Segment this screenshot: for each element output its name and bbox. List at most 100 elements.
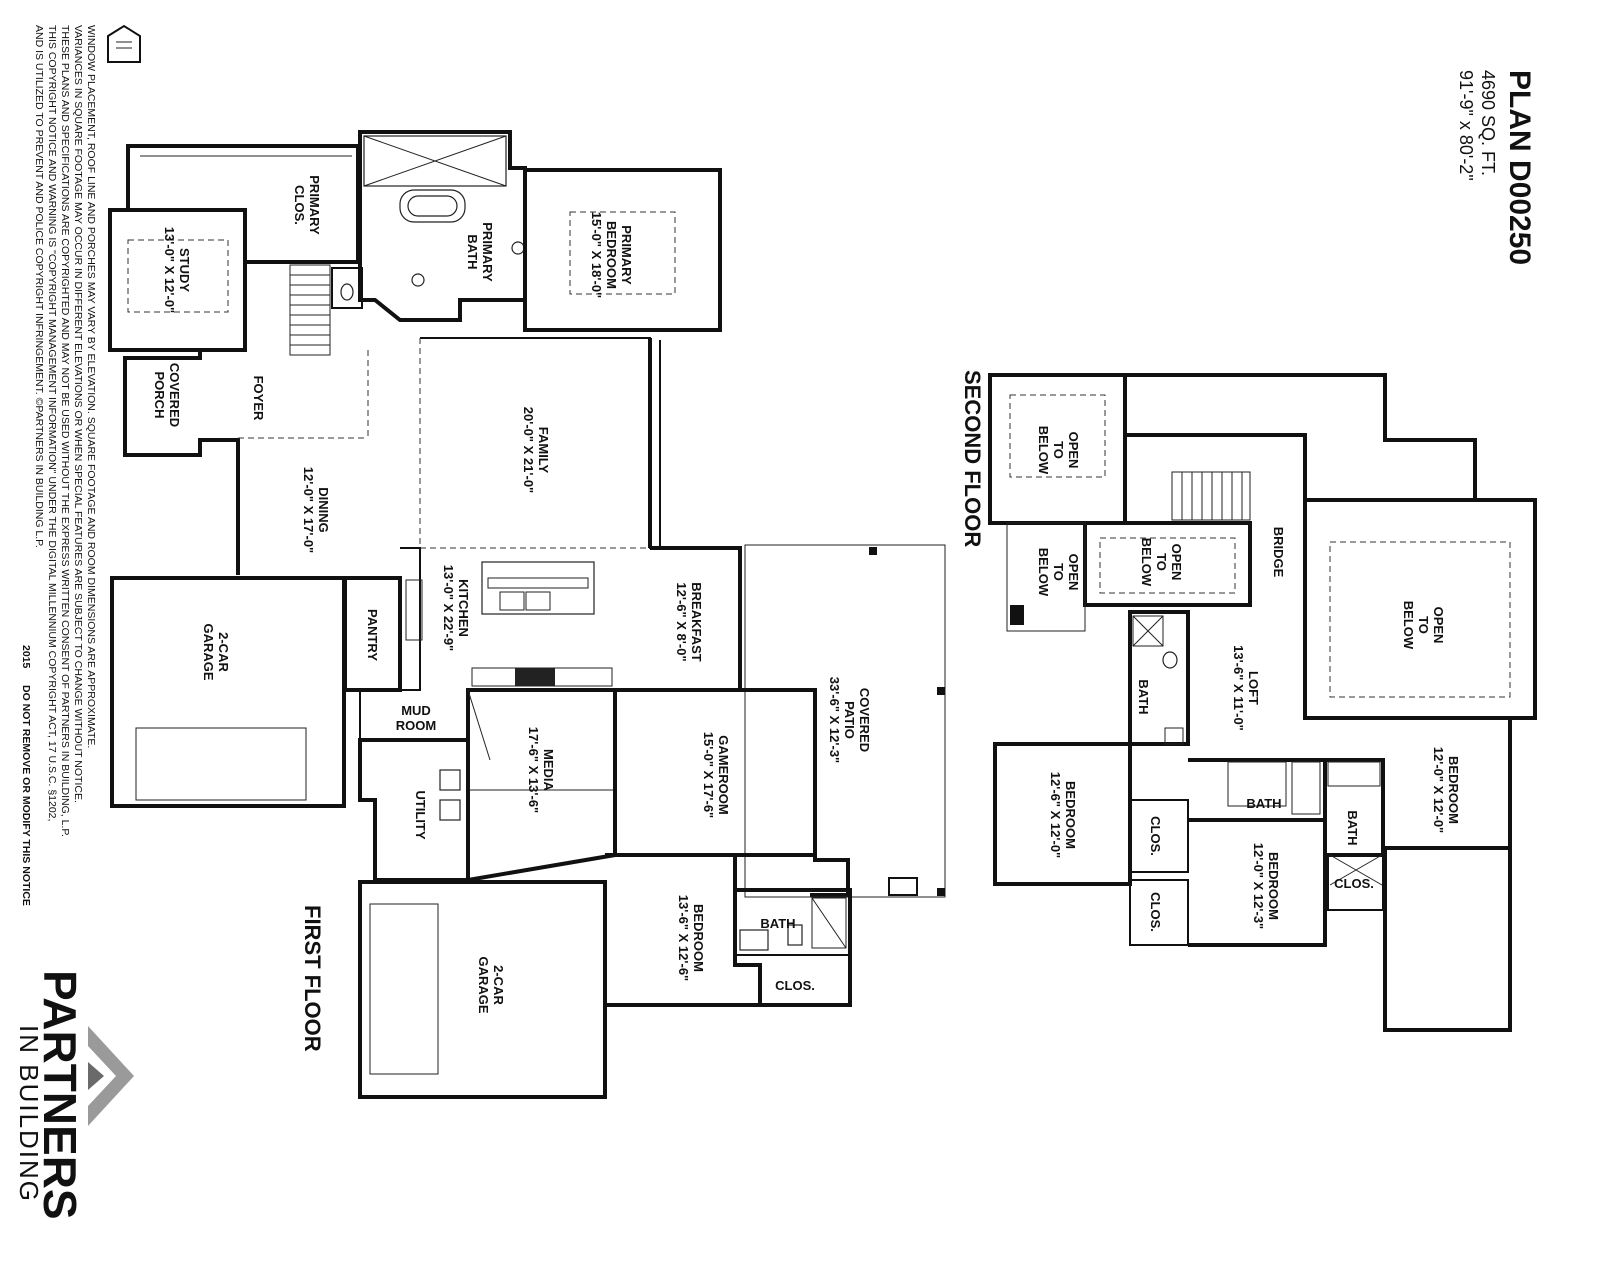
svg-text:OPEN: OPEN: [1169, 544, 1184, 581]
svg-text:12'-6" X 8'-0": 12'-6" X 8'-0": [674, 582, 689, 661]
svg-text:FOYER: FOYER: [251, 376, 266, 421]
first-floor-plan: [108, 130, 946, 1099]
brand-logo: PARTNERS IN BUILDING: [14, 970, 134, 1220]
svg-text:13'-0" X 12'-0": 13'-0" X 12'-0": [162, 227, 177, 313]
room-clos-a: CLOS.: [1148, 816, 1163, 856]
room-bedroom-b: BEDROOM 12'-0" X 12'-3": [1251, 843, 1281, 929]
room-media: MEDIA 17'-6" X 13'-6": [526, 727, 556, 813]
svg-text:KITCHEN: KITCHEN: [456, 579, 471, 637]
svg-text:TO: TO: [1051, 563, 1066, 581]
room-primary-bath: PRIMARY BATH: [465, 222, 495, 282]
svg-text:GAMEROOM: GAMEROOM: [716, 735, 731, 814]
svg-text:BEDROOM: BEDROOM: [604, 221, 619, 289]
room-covered-porch: COVERED PORCH: [152, 363, 182, 427]
svg-text:15'-0" X 18'-0": 15'-0" X 18'-0": [589, 212, 604, 298]
room-study: STUDY 13'-0" X 12'-0": [162, 227, 192, 313]
chevron-logo-icon: [88, 1026, 134, 1126]
room-garage-bottom: 2-CAR GARAGE: [476, 956, 506, 1013]
svg-text:PANTRY: PANTRY: [365, 609, 380, 661]
room-covered-patio: COVERED PATIO 33'-6" X 12'-3": [827, 677, 872, 763]
second-floor-label-group: SECOND FLOOR: [960, 370, 985, 547]
svg-text:LOFT: LOFT: [1246, 671, 1261, 705]
svg-text:12'-0" X 12'-3": 12'-0" X 12'-3": [1251, 843, 1266, 929]
svg-text:BEDROOM: BEDROOM: [1266, 852, 1281, 920]
svg-text:BEDROOM: BEDROOM: [1063, 781, 1078, 849]
svg-text:13'-6" X 12'-6": 13'-6" X 12'-6": [676, 895, 691, 981]
svg-text:15'-0" X 17'-6": 15'-0" X 17'-6": [701, 732, 716, 818]
room-bath-first: BATH: [760, 916, 795, 931]
svg-text:BELOW: BELOW: [1036, 426, 1051, 475]
svg-text:GARAGE: GARAGE: [201, 623, 216, 680]
svg-text:OPEN: OPEN: [1066, 554, 1081, 591]
equal-housing-icon: [107, 24, 141, 63]
stair-icon: [289, 264, 331, 356]
svg-text:BRIDGE: BRIDGE: [1271, 527, 1286, 578]
room-clos-first: CLOS.: [775, 978, 815, 993]
room-utility: UTILITY: [413, 790, 428, 839]
svg-text:TO: TO: [1051, 441, 1066, 459]
plan-title: PLAN D00250: [1503, 70, 1536, 265]
room-pantry: PANTRY: [365, 609, 380, 661]
room-primary-clos: PRIMARY CLOS.: [292, 175, 322, 235]
room-loft: LOFT 13'-6" X 11'-0": [1231, 645, 1261, 731]
svg-text:BEDROOM: BEDROOM: [691, 904, 706, 972]
notice-line-2: VARIANCES IN SQUARE FOOTAGE MAY OCCUR IN…: [72, 25, 84, 803]
svg-text:MUD: MUD: [401, 703, 431, 718]
room-clos-c: CLOS.: [1334, 876, 1374, 891]
svg-text:PRIMARY: PRIMARY: [619, 225, 634, 285]
room-primary-bedroom: PRIMARY BEDROOM 15'-0" X 18'-0": [589, 212, 634, 298]
room-bath-c: BATH: [1345, 810, 1360, 845]
room-bridge: BRIDGE: [1271, 527, 1286, 578]
notice-year: 2015: [20, 645, 32, 669]
room-open-below-2: OPEN TO BELOW: [1036, 548, 1081, 597]
svg-text:13'-0" X 22'-9": 13'-0" X 22'-9": [441, 565, 456, 651]
svg-text:TO: TO: [1154, 553, 1169, 571]
svg-text:2-CAR: 2-CAR: [491, 965, 506, 1005]
svg-text:BEDROOM: BEDROOM: [1446, 756, 1461, 824]
room-family: FAMILY 20'-0" X 21'-0": [521, 407, 551, 493]
room-open-below-3: OPEN TO BELOW: [1139, 538, 1184, 587]
svg-text:STUDY: STUDY: [177, 248, 192, 292]
room-bath-b: BATH: [1246, 796, 1281, 811]
notice-line-3: THESE PLANS AND SPECIFICATIONS ARE COPYR…: [59, 25, 71, 837]
svg-text:DINING: DINING: [316, 487, 331, 533]
room-breakfast: BREAKFAST 12'-6" X 8'-0": [674, 582, 704, 662]
brand-sub: IN BUILDING: [14, 1025, 44, 1203]
svg-text:COVERED: COVERED: [857, 688, 872, 752]
second-floor-label: SECOND FLOOR: [960, 370, 985, 547]
svg-text:PORCH: PORCH: [152, 372, 167, 419]
svg-text:BATH: BATH: [465, 234, 480, 269]
svg-text:UTILITY: UTILITY: [413, 790, 428, 839]
svg-text:FAMILY: FAMILY: [536, 427, 551, 474]
svg-text:PRIMARY: PRIMARY: [480, 222, 495, 282]
first-floor-label: FIRST FLOOR: [300, 905, 325, 1052]
room-bedroom-first: BEDROOM 13'-6" X 12'-6": [676, 895, 706, 981]
svg-text:12'-0" X 17'-0": 12'-0" X 17'-0": [301, 467, 316, 553]
notice-line-4: THIS COPYRIGHT NOTICE AND WARNING IS "CO…: [46, 25, 58, 821]
svg-text:CLOS.: CLOS.: [775, 978, 815, 993]
plan-title-block: PLAN D00250 4690 SQ. FT. 91'-9" x 80'-2": [1456, 70, 1536, 265]
room-open-below-4: OPEN TO BELOW: [1401, 601, 1446, 650]
svg-text:CLOS.: CLOS.: [1334, 876, 1374, 891]
room-bedroom-a: BEDROOM 12'-6" X 12'-0": [1048, 772, 1078, 858]
room-garage-left: 2-CAR GARAGE: [201, 623, 231, 680]
brand-name: PARTNERS: [34, 970, 86, 1220]
svg-text:33'-6" X 12'-3": 33'-6" X 12'-3": [827, 677, 842, 763]
svg-text:2-CAR: 2-CAR: [216, 632, 231, 672]
room-kitchen: KITCHEN 13'-0" X 22'-9": [441, 565, 471, 651]
plan-sqft: 4690 SQ. FT.: [1478, 70, 1498, 176]
svg-text:12'-6" X 12'-0": 12'-6" X 12'-0": [1048, 772, 1063, 858]
svg-text:ROOM: ROOM: [396, 718, 436, 733]
svg-text:13'-6" X 11'-0": 13'-6" X 11'-0": [1231, 645, 1246, 731]
svg-text:MEDIA: MEDIA: [541, 749, 556, 792]
room-bath-a: BATH: [1136, 679, 1151, 714]
svg-text:BREAKFAST: BREAKFAST: [689, 582, 704, 662]
first-floor-label-group: FIRST FLOOR: [300, 905, 325, 1052]
room-bedroom-c: BEDROOM 12'-0" X 12'-0": [1431, 747, 1461, 833]
svg-text:CLOS.: CLOS.: [1148, 816, 1163, 856]
svg-text:CLOS.: CLOS.: [1148, 892, 1163, 932]
room-clos-b: CLOS.: [1148, 892, 1163, 932]
svg-text:BATH: BATH: [1345, 810, 1360, 845]
